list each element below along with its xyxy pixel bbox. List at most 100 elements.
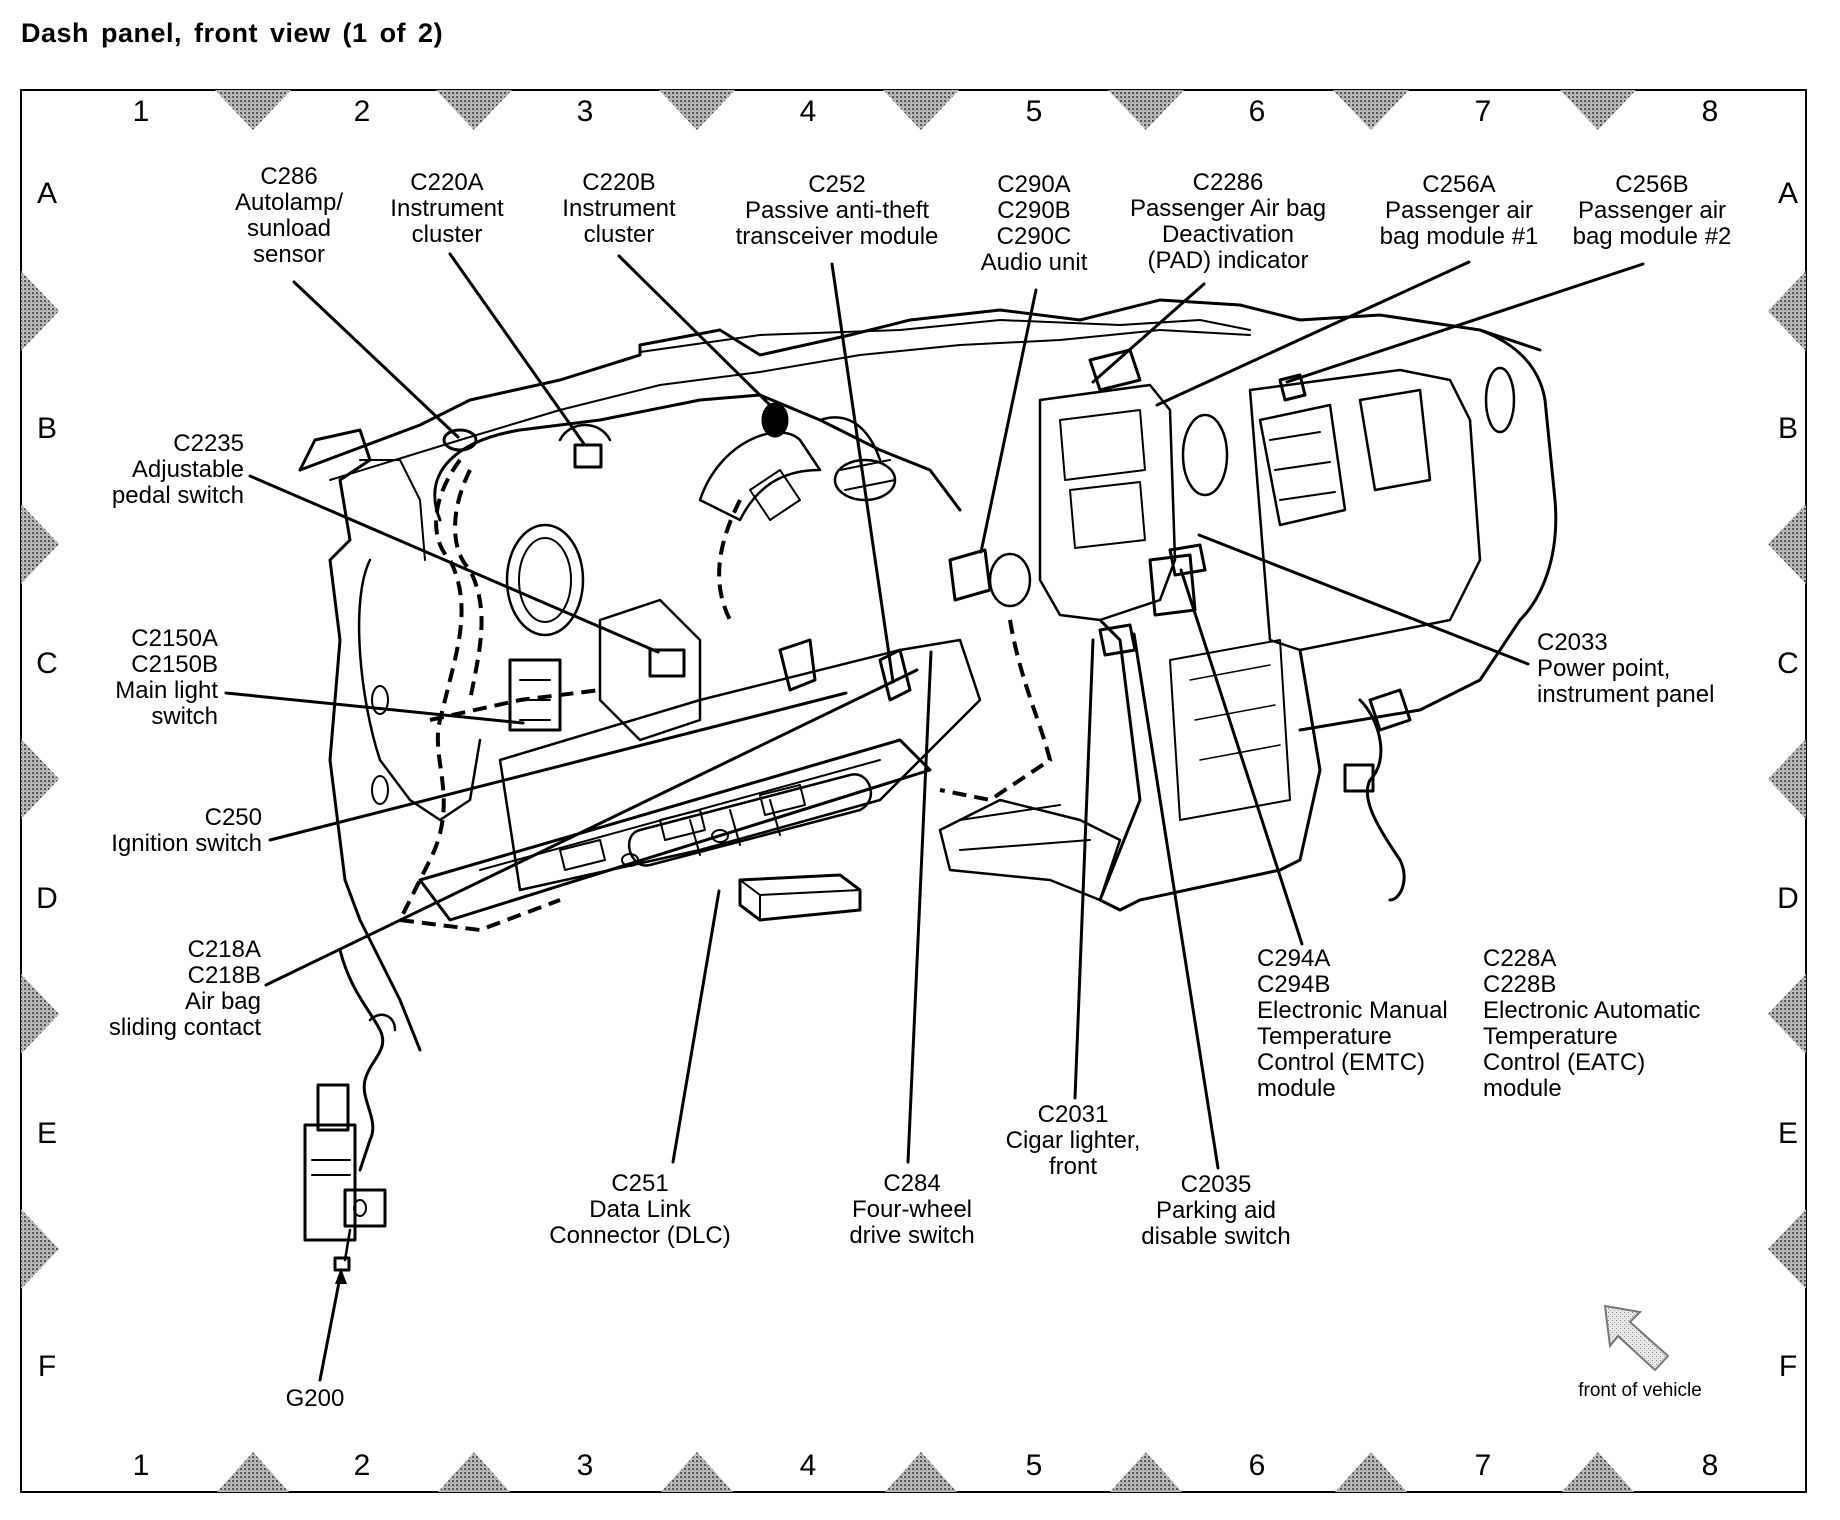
g200-eyelet [333,1256,351,1272]
connector-desc: disable switch [1141,1223,1291,1250]
grid-marker-top [1560,90,1636,130]
dash-panel-drawing [298,298,1558,1272]
connector-desc: sliding contact [108,1014,261,1041]
connector-id: C2031 [1037,1101,1109,1128]
connector-desc: Passenger Air bag [1129,195,1327,222]
vent-round-right [1484,366,1516,434]
driver-kick-bracket [357,558,482,822]
center-stack [1038,383,1177,622]
grid-row-label-left: E [36,1117,58,1150]
grid-row-label-left: C [36,647,58,680]
connector-desc: Temperature [1257,1023,1392,1050]
callout-leader-lines [224,252,1645,1382]
grid-column-label-bottom: 1 [132,1449,150,1482]
grid-marker-left [21,271,59,351]
vent-passenger [1358,388,1432,492]
dash-driver-end [298,428,422,1052]
center-console-lower [1098,618,1322,912]
connector-desc: Data Link [589,1196,691,1223]
leader-g200 [318,1270,343,1382]
callout-c220b: C220B Instrument cluster [562,170,675,248]
callout-c218: C218A C218B Air bag sliding contact [109,937,261,1041]
autolamp-sensor [442,428,478,452]
g200-arrowhead [335,1268,347,1284]
leader-c2235 [248,474,660,654]
connector-desc: Passive anti-theft [744,197,930,224]
connector-desc: front [1048,1153,1098,1180]
connector-id: C220A [410,169,484,196]
connector-desc: module [1483,1075,1562,1102]
connector-id: C286 [260,163,318,190]
duct-cylinder [628,773,872,867]
connector-id: C2033 [1537,629,1608,656]
connector-desc: (PAD) indicator [1147,247,1309,274]
connector-desc: cluster [583,221,655,248]
grid-marker-top [1333,90,1409,130]
steering-column [598,598,702,742]
grid-row-label-left: F [37,1350,57,1383]
grid-row-label-left: A [36,177,58,210]
callout-c2031: C2031 Cigar lighter, front [1006,1102,1141,1180]
grid-marker-top [659,90,735,130]
connector-id: C290A [997,171,1071,198]
connector-desc: cluster [411,221,483,248]
grid-marker-top [215,90,291,130]
callout-c2033: C2033 Power point, instrument panel [1537,630,1714,708]
glovebox-opening [1248,368,1482,652]
connector-desc: sunload [246,215,332,242]
wiring-harness-dashed [398,458,1053,933]
callout-c220a: C220A Instrument cluster [390,170,503,248]
dash-top-inner [329,329,1251,481]
leader-c220a [448,252,586,446]
grid-column-label-bottom: 3 [576,1449,594,1482]
cluster-connector-b [761,402,789,438]
grid-row-label-right: A [1777,177,1799,210]
leader-c2035 [1132,632,1220,1170]
passenger-harness [1358,698,1406,902]
cluster-hood [433,393,962,522]
connector-id: C2035 [1180,1171,1252,1198]
connector-desc: Four-wheel [851,1196,973,1223]
grid-column-label-top: 7 [1474,95,1492,128]
callout-c2035: C2035 Parking aid disable switch [1141,1172,1290,1250]
connector-id: C256A [1422,171,1496,198]
connector-desc: Power point, [1537,655,1671,682]
grid-row-label-right: B [1777,412,1799,445]
g200-harness [338,948,385,1172]
grid-row-label-left: B [36,412,58,445]
pedal-switch-connector [648,648,686,678]
g200-module [303,1123,357,1242]
grid-row-label-right: D [1777,882,1799,915]
connector-id: C256B [1615,171,1689,198]
dash-passenger-end [1298,328,1558,732]
grid-column-label-top: 6 [1248,95,1266,128]
leader-c2031 [1073,638,1095,1100]
connector-id: C2235 [173,430,244,457]
callout-c228: C228A C228B Electronic Automatic Tempera… [1483,946,1700,1102]
connector-desc: Electronic Manual [1257,997,1448,1024]
audio-connector [948,548,992,602]
callout-c251: C251 Data Link Connector (DLC) [549,1171,730,1249]
grid-marker-bottom [1562,1452,1634,1492]
connector-desc: Main light [115,677,218,704]
grid-row-label-right: E [1777,1117,1799,1150]
connector-id: C250 [204,804,262,831]
connector-desc: drive switch [849,1222,975,1249]
connector-id: C2150B [131,651,218,678]
connector-desc: Control (EATC) [1483,1049,1646,1076]
grid-marker-bottom [438,1452,510,1492]
dash-top-ridge [639,319,1251,353]
cross-car-beam [418,738,932,922]
connector-id: C218B [187,962,261,989]
front-of-vehicle-arrow-icon [1603,1304,1670,1372]
connector-desc: Instrument [390,195,504,222]
connector-id: C251 [611,1170,669,1197]
grid-border-markers [21,90,1806,1492]
cluster-connector-a [573,443,603,469]
connector-desc: Parking aid [1155,1197,1277,1224]
connector-id: C228B [1483,971,1557,998]
connector-desc: Instrument [562,195,676,222]
connector-desc: Electronic Automatic [1483,997,1701,1024]
callout-c2286: C2286 Passenger Air bag Deactivation (PA… [1130,170,1326,274]
grid-column-label-top: 4 [799,95,817,128]
